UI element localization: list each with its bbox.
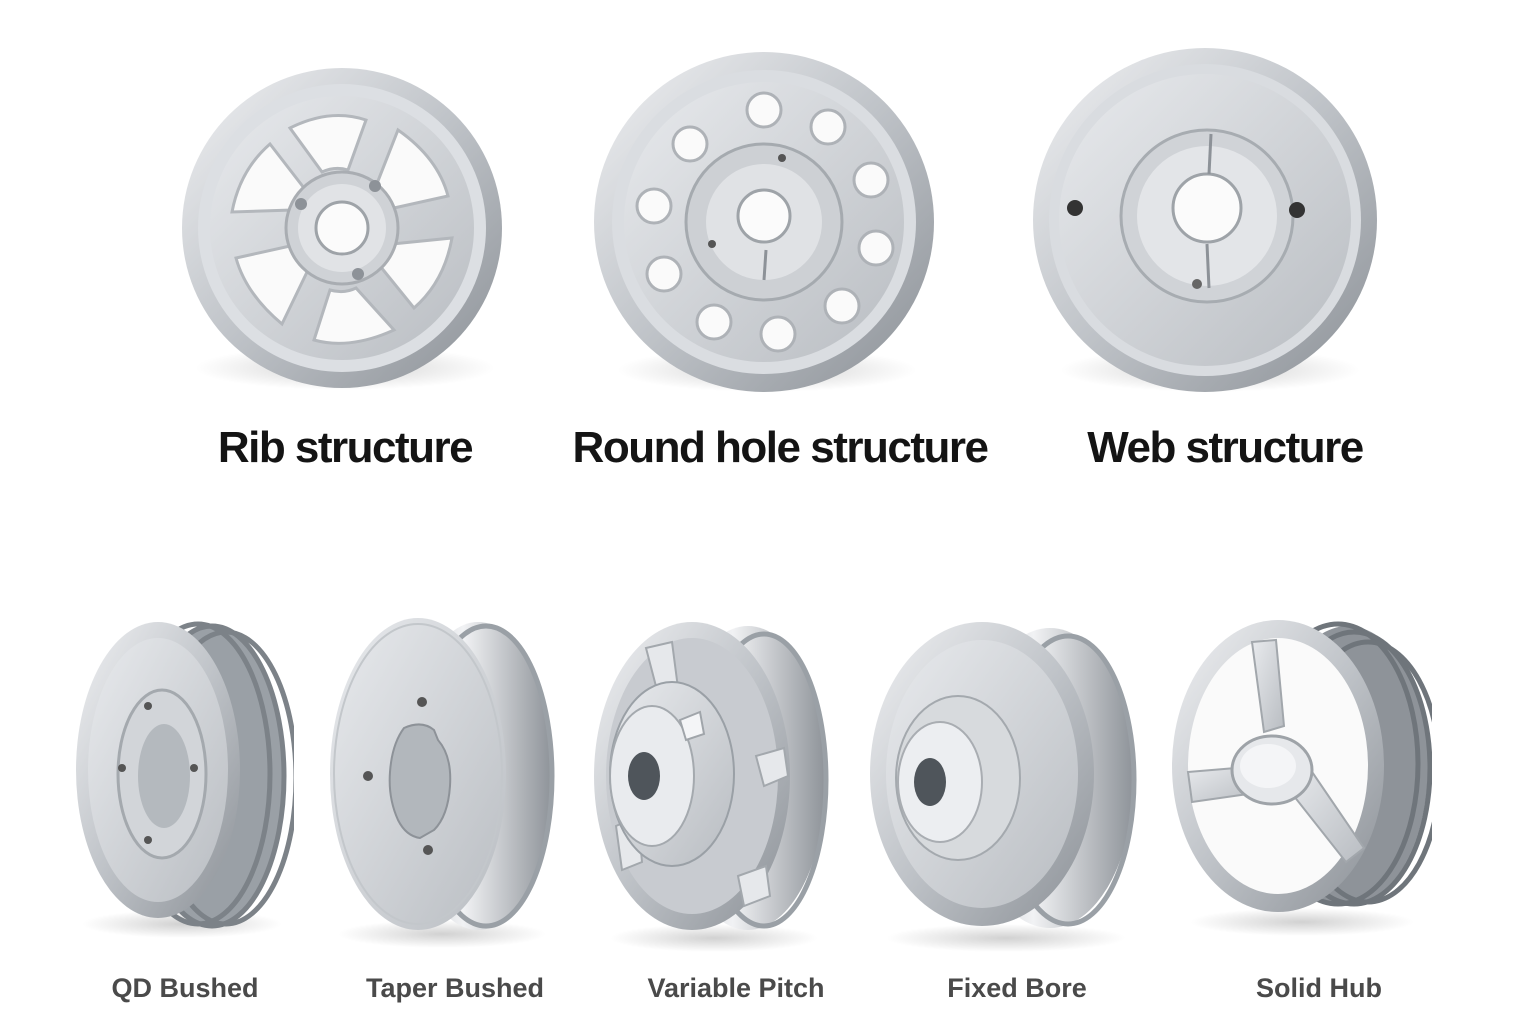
taper-bushed-label: Taper Bushed: [365, 973, 545, 1003]
solid-hub-pulley-icon: [1168, 616, 1432, 938]
web-structure-label: Web structure: [1087, 423, 1364, 472]
fixed-bore-label: Fixed Bore: [947, 973, 1087, 1003]
round-hole-structure-label: Round hole structure: [572, 423, 989, 472]
variable-pitch-label: Variable Pitch: [647, 973, 825, 1003]
rib-pulley-icon: [170, 68, 520, 398]
fixed-bore-pulley-icon: [864, 616, 1146, 956]
round-hole-pulley-icon: [586, 52, 948, 398]
qd-bushed-label: QD Bushed: [111, 973, 259, 1003]
rib-structure-label: Rib structure: [217, 423, 474, 472]
solid-hub-label: Solid Hub: [1256, 973, 1382, 1003]
variable-pitch-pulley-icon: [588, 616, 838, 956]
taper-bushed-pulley-icon: [318, 616, 558, 952]
qd-bushed-pulley-icon: [62, 618, 294, 942]
web-pulley-icon: [1025, 48, 1395, 398]
